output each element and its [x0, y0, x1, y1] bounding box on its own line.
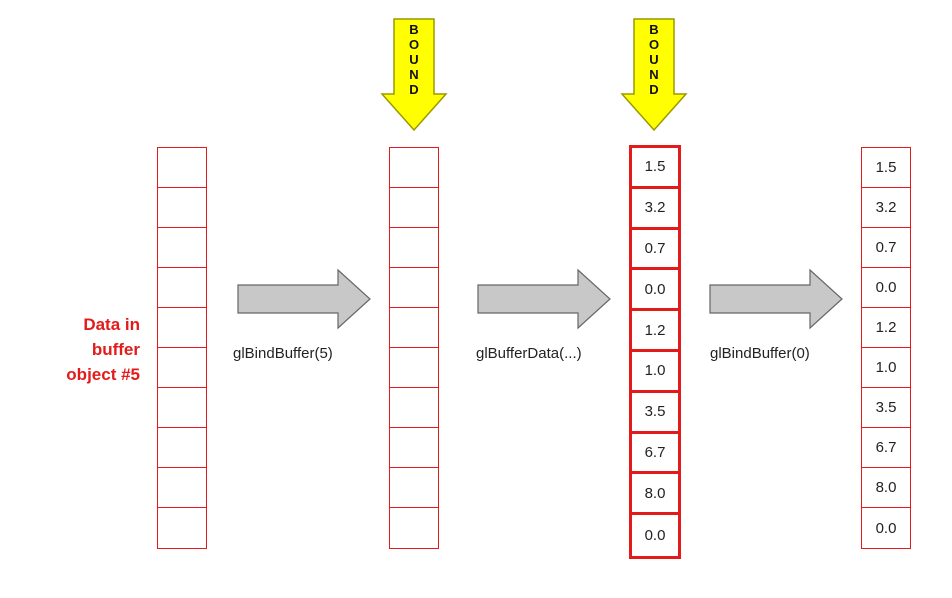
bound-arrow-2: [620, 18, 688, 132]
buffer-cell-value: 0.7: [632, 230, 678, 271]
bound-letter: B: [649, 22, 659, 37]
bound-text-1: B O U N D: [404, 22, 424, 97]
buffer-object-label: Data in buffer object #5: [40, 312, 140, 387]
buffer-cell-value: 1.5: [632, 148, 678, 189]
op-label-buffer-data: glBufferData(...): [476, 345, 582, 362]
bound-letter: O: [408, 37, 420, 52]
bound-letter: O: [648, 37, 660, 52]
buffer-cell-empty: [158, 428, 206, 468]
bound-letter: D: [409, 82, 419, 97]
buffer-cell-empty: [390, 188, 438, 228]
buffer-cell-empty: [158, 388, 206, 428]
buffer-cell-empty: [390, 228, 438, 268]
bound-text-2: B O U N D: [644, 22, 664, 97]
buffer-cell-value: 0.0: [862, 268, 910, 308]
bound-letter: N: [409, 67, 419, 82]
bound-letter: U: [649, 52, 659, 67]
buffer-cell-empty: [158, 148, 206, 188]
bound-letter: D: [649, 82, 659, 97]
buffer-cell-value: 1.0: [632, 352, 678, 393]
buffer-cell-empty: [390, 468, 438, 508]
buffer-cell-empty: [158, 468, 206, 508]
step-arrow-3: [709, 268, 843, 330]
buffer-cell-value: 3.5: [632, 393, 678, 434]
step-arrow-2: [477, 268, 611, 330]
buffer-cell-value: 3.2: [862, 188, 910, 228]
buffer-cell-empty: [158, 508, 206, 548]
side-label-line-3: object #5: [66, 365, 140, 384]
buffer-cell-empty: [158, 268, 206, 308]
buffer-cell-value: 3.5: [862, 388, 910, 428]
buffer-cell-empty: [158, 188, 206, 228]
buffer-cell-value: 6.7: [632, 434, 678, 475]
buffer-cell-value: 8.0: [632, 474, 678, 516]
buffer-cell-value: 8.0: [862, 468, 910, 508]
op-label-bind-5: glBindBuffer(5): [233, 345, 333, 362]
buffer-cell-value: 0.0: [644, 527, 666, 545]
buffer-cell-empty: [390, 348, 438, 388]
buffer-cell-empty: [158, 228, 206, 268]
buffer-cell-empty: [390, 428, 438, 468]
buffer-cell-empty: [390, 508, 438, 548]
buffer-cell-value: 6.7: [862, 428, 910, 468]
side-label-line-2: buffer: [91, 340, 140, 359]
buffer-cell-value: 1.2: [632, 311, 678, 352]
buffer-column-empty-initial: [157, 147, 207, 549]
buffer-cell-value: 0.0: [875, 519, 897, 537]
bound-arrow-1: [380, 18, 448, 132]
buffer-cell-empty: [390, 268, 438, 308]
buffer-cell-empty: [390, 308, 438, 348]
bound-letter: N: [649, 67, 659, 82]
buffer-cell-value: 1.2: [862, 308, 910, 348]
buffer-cell-value: 1.0: [862, 348, 910, 388]
buffer-cell-empty: [390, 388, 438, 428]
buffer-cell-value: 1.5: [862, 148, 910, 188]
bound-letter: U: [409, 52, 419, 67]
op-label-bind-0: glBindBuffer(0): [710, 345, 810, 362]
buffer-cell-value: 0.0: [632, 270, 678, 312]
buffer-column-empty-bound: [389, 147, 439, 549]
buffer-cell-value: 0.7: [862, 228, 910, 268]
buffer-cell-empty: [158, 308, 206, 348]
side-label-line-1: Data in: [83, 315, 140, 334]
bound-letter: B: [409, 22, 419, 37]
step-arrow-1: [237, 268, 371, 330]
buffer-cell-value: 3.2: [632, 189, 678, 230]
buffer-cell-empty: [390, 148, 438, 188]
buffer-cell-empty: [158, 348, 206, 388]
